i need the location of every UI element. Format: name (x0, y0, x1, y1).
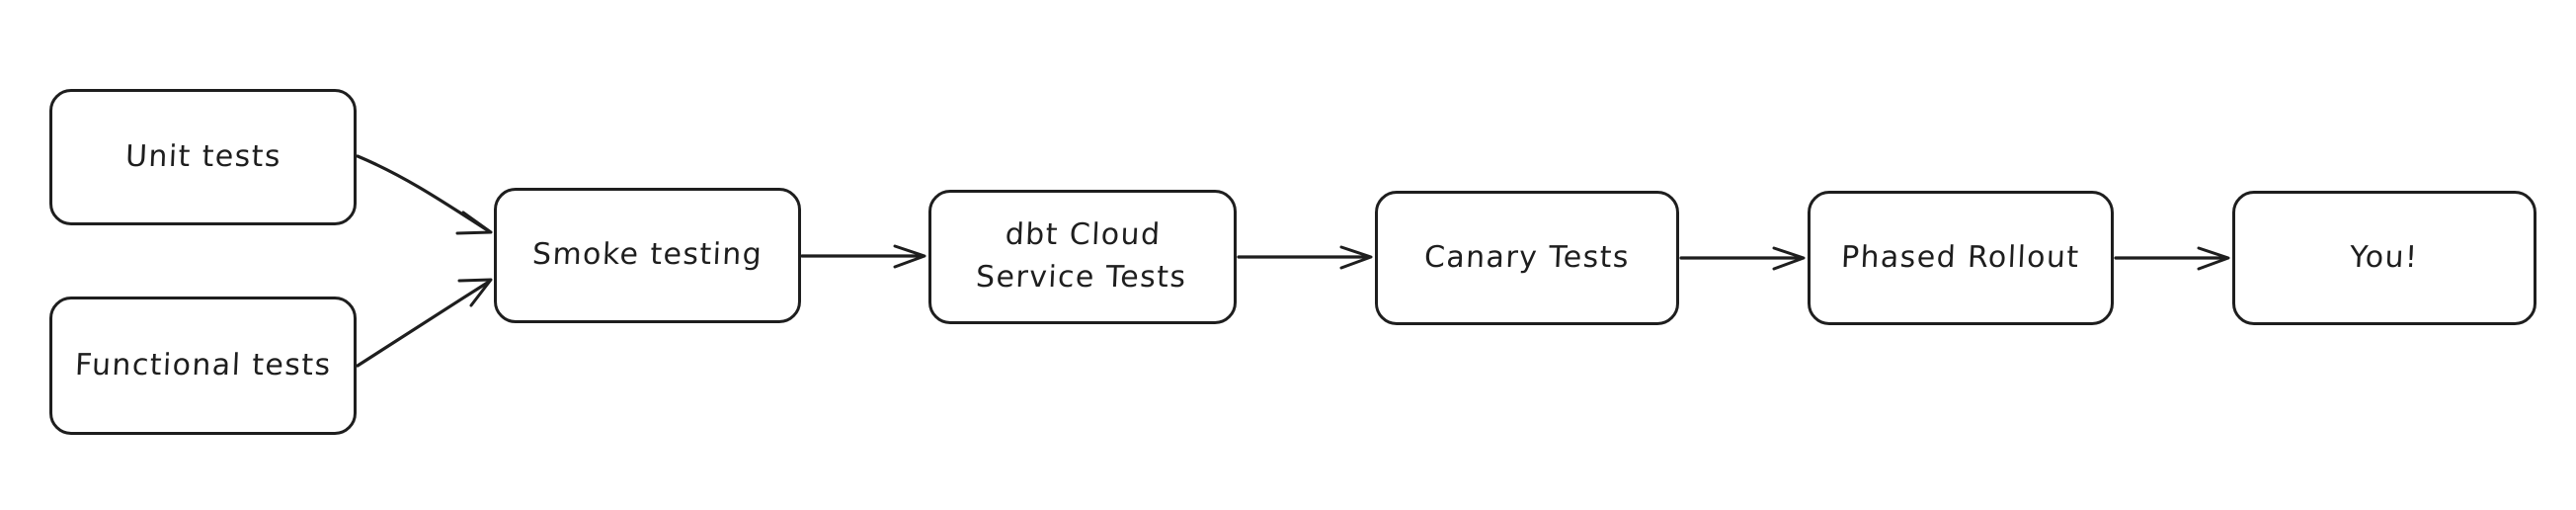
edge-functional-to-smoke (356, 278, 493, 368)
node-label-dbt-cloud-service-tests: dbt Cloud Service Tests (975, 217, 1188, 295)
node-smoke-testing[interactable]: Smoke testing (494, 188, 801, 323)
edge-dbt-to-canary (1237, 245, 1373, 270)
edge-unit-to-smoke (356, 154, 493, 235)
edge-canary-to-phased (1679, 246, 1806, 271)
node-label-functional-tests: Functional tests (74, 347, 333, 382)
node-label-phased-rollout: Phased Rollout (1840, 239, 2081, 275)
node-unit-tests[interactable]: Unit tests (49, 89, 357, 225)
edge-phased-to-you (2114, 246, 2230, 271)
node-label-unit-tests: Unit tests (123, 138, 282, 174)
node-label-smoke-testing: Smoke testing (531, 237, 764, 273)
node-label-you: You! (2349, 239, 2420, 275)
edge-smoke-to-dbt (800, 244, 926, 269)
node-functional-tests[interactable]: Functional tests (49, 297, 357, 435)
node-you[interactable]: You! (2232, 191, 2536, 325)
node-dbt-cloud-service-tests[interactable]: dbt Cloud Service Tests (928, 190, 1237, 324)
node-label-canary-tests: Canary Tests (1423, 239, 1631, 275)
node-phased-rollout[interactable]: Phased Rollout (1808, 191, 2114, 325)
node-canary-tests[interactable]: Canary Tests (1375, 191, 1679, 325)
